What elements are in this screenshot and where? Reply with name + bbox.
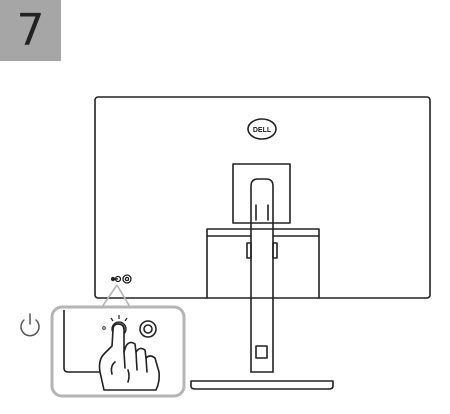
step-number-badge: 7	[0, 0, 61, 61]
stand-housing	[206, 228, 320, 299]
monitor-ports	[110, 274, 132, 284]
power-button-icon	[122, 274, 132, 284]
inset-port	[139, 320, 157, 338]
vesa-mount	[232, 163, 291, 224]
cable-clip	[255, 345, 268, 359]
stand-base	[190, 380, 334, 390]
callout-pointer	[101, 284, 131, 308]
stand-neck-inner	[255, 204, 269, 221]
dell-logo-text: DELL	[253, 127, 272, 134]
press-indicator	[110, 315, 128, 322]
inset-led	[102, 326, 106, 330]
dell-logo	[247, 118, 277, 140]
usb-port-icon	[110, 275, 122, 283]
hinge-right	[272, 242, 278, 259]
hinge-left	[246, 242, 252, 259]
step-number: 7	[16, 4, 45, 56]
hand-pressing-icon	[98, 323, 160, 391]
power-icon	[20, 313, 40, 337]
inset-bezel	[63, 310, 104, 373]
monitor-back-panel	[94, 96, 431, 299]
stand-neck	[250, 178, 274, 373]
